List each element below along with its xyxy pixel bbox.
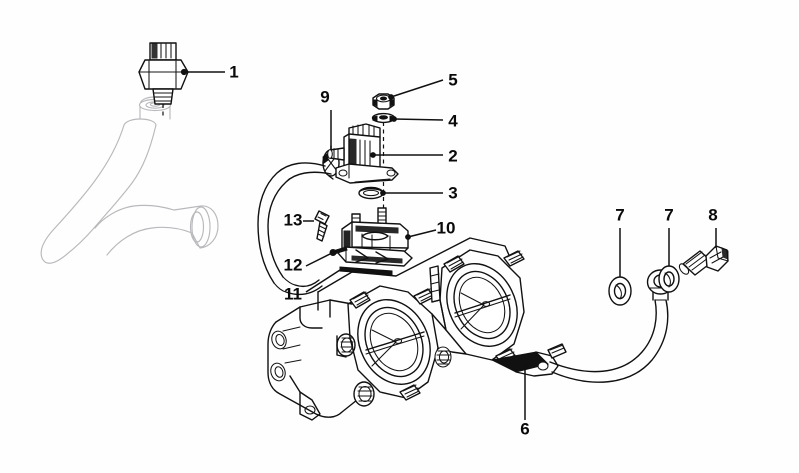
callout-label-5: 5	[448, 70, 457, 89]
flange-studs-right	[443, 250, 525, 365]
callout-label-10: 10	[437, 218, 456, 237]
flange-studs-left	[349, 288, 435, 401]
part-sealing-washer-right	[658, 228, 680, 293]
part-temperature-switch	[138, 42, 225, 119]
callout-label-9: 9	[320, 87, 329, 106]
callout-label-8: 8	[708, 205, 717, 224]
part-solenoid-valve	[327, 123, 443, 184]
throttle-housing-casting	[267, 237, 567, 421]
callout-label-6: 6	[520, 419, 529, 438]
part-retaining-pin	[305, 246, 348, 267]
callout-label-4: 4	[448, 111, 458, 130]
part-o-ring-seal	[358, 186, 443, 200]
part-sealing-washer-left	[608, 228, 632, 306]
part-hex-nut	[372, 79, 444, 110]
throttle-bore-left	[347, 285, 439, 401]
callout-label-11: 11	[284, 284, 302, 303]
callout-label-7: 7	[615, 205, 624, 224]
part-washer	[371, 112, 444, 124]
callout-label-12: 12	[284, 255, 303, 274]
callout-labels: 1 2 3 4 5 6 7 7 8 9 10 11 12 13	[229, 62, 717, 438]
callout-label-13: 13	[284, 210, 303, 229]
part-fillister-head-screw	[303, 210, 330, 242]
callout-label-3: 3	[448, 183, 457, 202]
vacuum-hose-left	[257, 162, 332, 296]
throttle-bore-right	[439, 249, 525, 365]
callout-label-1: 1	[229, 62, 238, 81]
part-mounting-bracket	[337, 207, 437, 267]
callout-label-2: 2	[448, 146, 457, 165]
part-banjo-bolt	[678, 228, 729, 276]
callout-label-7b: 7	[664, 205, 673, 224]
ghost-intake-pipe	[40, 96, 219, 264]
part-vacuum-hose-fitting	[522, 269, 675, 420]
